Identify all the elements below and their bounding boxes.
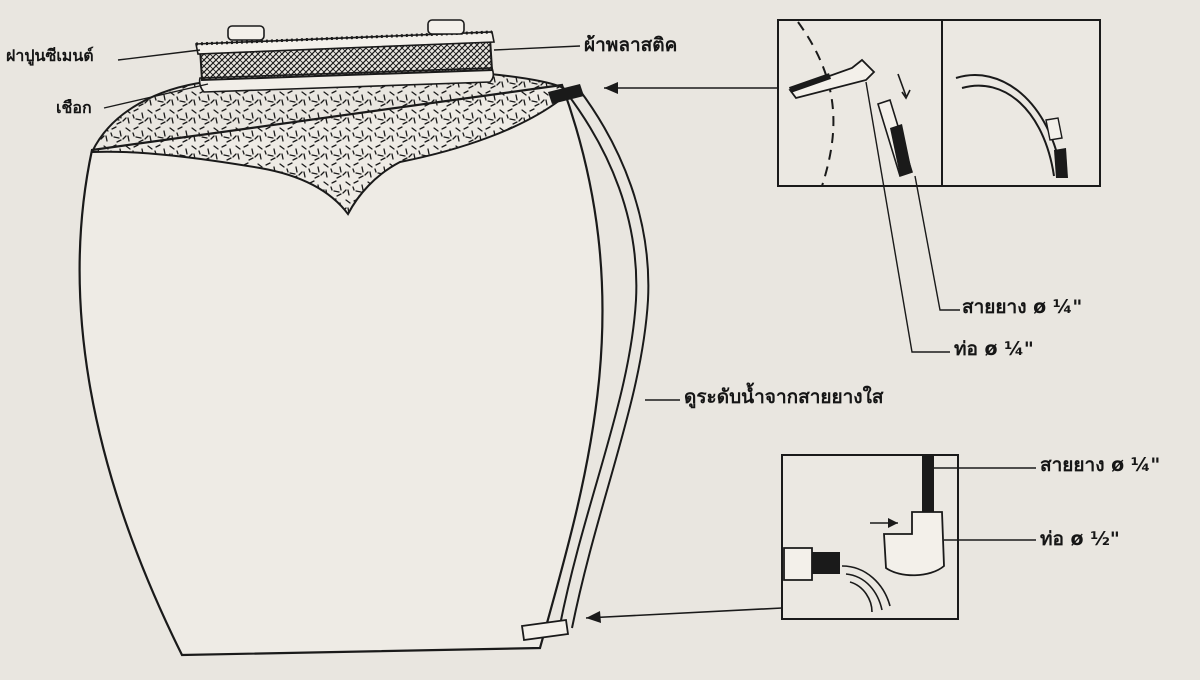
lid-handle-right xyxy=(427,19,465,35)
label-cement-lid: ฝาปูนซีเมนต์ xyxy=(6,46,94,65)
label-hose-bottom: สายยาง ø ¼" xyxy=(1040,454,1161,476)
label-plastic-cloth: ผ้าพลาสติค xyxy=(584,34,678,56)
jar-body xyxy=(78,83,604,657)
detail-box-top xyxy=(777,19,1101,187)
label-level-tube: ดูระดับน้ำจากสายยางใส xyxy=(684,386,884,408)
label-rope: เชือก xyxy=(56,98,92,117)
detail-box-bottom xyxy=(781,454,959,620)
rope-band xyxy=(198,67,495,93)
label-pipe-bottom: ท่อ ø ½" xyxy=(1040,528,1120,550)
label-hose-top: สายยาง ø ¼" xyxy=(962,296,1083,318)
lid-handle-left xyxy=(227,25,265,41)
label-pipe-top: ท่อ ø ¼" xyxy=(954,338,1034,360)
level-tube xyxy=(559,91,638,626)
